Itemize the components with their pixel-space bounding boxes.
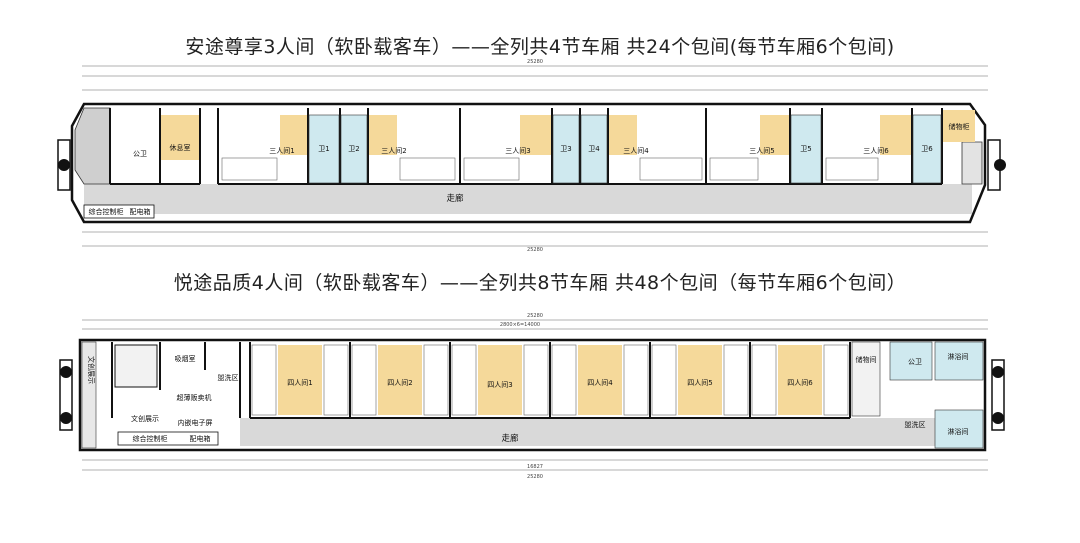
car2-room-display-2: 文创展示: [131, 414, 159, 423]
car2-plan: 25280 2800×6=14000 走廊 文创展示 吸烟室 盥洗区 超薄贩卖机…: [59, 313, 1005, 480]
diagram-title-car2: 悦途品质4人间（软卧载客车）——全列共8节车厢 共48个包间（每节车厢6个包间）: [173, 272, 907, 294]
car1-room-wc-2: 卫2: [348, 145, 359, 153]
car2-room-quad-6: 四人间6: [787, 379, 813, 387]
car2-corridor-label: 走廊: [501, 433, 519, 444]
car1-room-triple-6: 三人间6: [863, 147, 889, 155]
car1-room-triple-4: 三人间4: [623, 147, 649, 155]
car1-room-wc-1: 卫1: [318, 145, 329, 153]
car2-room-smoking: 吸烟室: [175, 354, 196, 363]
car2-room-quad-3: 四人间3: [487, 381, 512, 389]
car2-room-shower-1: 淋浴间: [948, 352, 969, 361]
car1-room-wc-5: 卫5: [800, 145, 811, 153]
car1-plan: 25280 走廊: [57, 59, 1006, 253]
car1-room-wc-4: 卫4: [588, 145, 600, 153]
car2-room-quad-1: 四人间1: [287, 379, 312, 387]
car2-bottom-span: 16827: [527, 464, 543, 470]
car2-control-cabinet: 综合控制柜: [133, 434, 168, 443]
car1-room-triple-5: 三人间5: [749, 147, 774, 155]
car2-room-quad-4: 四人间4: [587, 379, 613, 387]
car1-room-triple-3: 三人间3: [505, 147, 530, 155]
car2-room-display-1: 文创展示: [87, 356, 96, 384]
car1-distribution-box: 配电箱: [130, 207, 151, 216]
car1-room-storage: 储物柜: [949, 122, 970, 131]
diagram-title-car1: 安途尊享3人间（软卧载客车）——全列共4节车厢 共24个包间(每节车厢6个包间): [185, 36, 895, 58]
car1-room-wc-6: 卫6: [921, 145, 933, 153]
car1-corridor-floor: [190, 184, 972, 214]
car2-total-length-bottom: 25280: [527, 474, 543, 480]
car1-total-length: 25280: [527, 59, 543, 65]
car2-room-screen: 内嵌电子屏: [178, 418, 213, 427]
car2-room-vending: 超薄贩卖机: [177, 393, 212, 402]
car2-room-wash-2: 盥洗区: [905, 420, 926, 429]
car2-room-public-toilet: 公卫: [908, 358, 922, 366]
car1-room-triple-2: 三人间2: [381, 147, 406, 155]
car2-room-quad-2: 四人间2: [387, 379, 412, 387]
car2-distribution-box: 配电箱: [190, 434, 211, 443]
car1-total-length-bottom: 25280: [527, 247, 543, 253]
car2-berth-span: 2800×6=14000: [500, 322, 540, 328]
car1-room-triple-1: 三人间1: [269, 147, 294, 155]
car1-room-wc-3: 卫3: [560, 145, 571, 153]
car2-room-shower-2: 淋浴间: [948, 427, 969, 436]
car2-room-wash-1: 盥洗区: [218, 373, 239, 382]
car1-room-lounge: 休息室: [170, 143, 191, 152]
car2-total-length: 25280: [527, 313, 543, 319]
car2-room-storage: 储物间: [856, 355, 877, 364]
car2-corridor-floor: [240, 418, 940, 446]
car1-control-cabinet: 综合控制柜: [89, 207, 124, 216]
car2-room-quad-5: 四人间5: [687, 379, 712, 387]
car1-room-public-toilet: 公卫: [133, 150, 147, 158]
car1-corridor-label: 走廊: [446, 193, 464, 204]
